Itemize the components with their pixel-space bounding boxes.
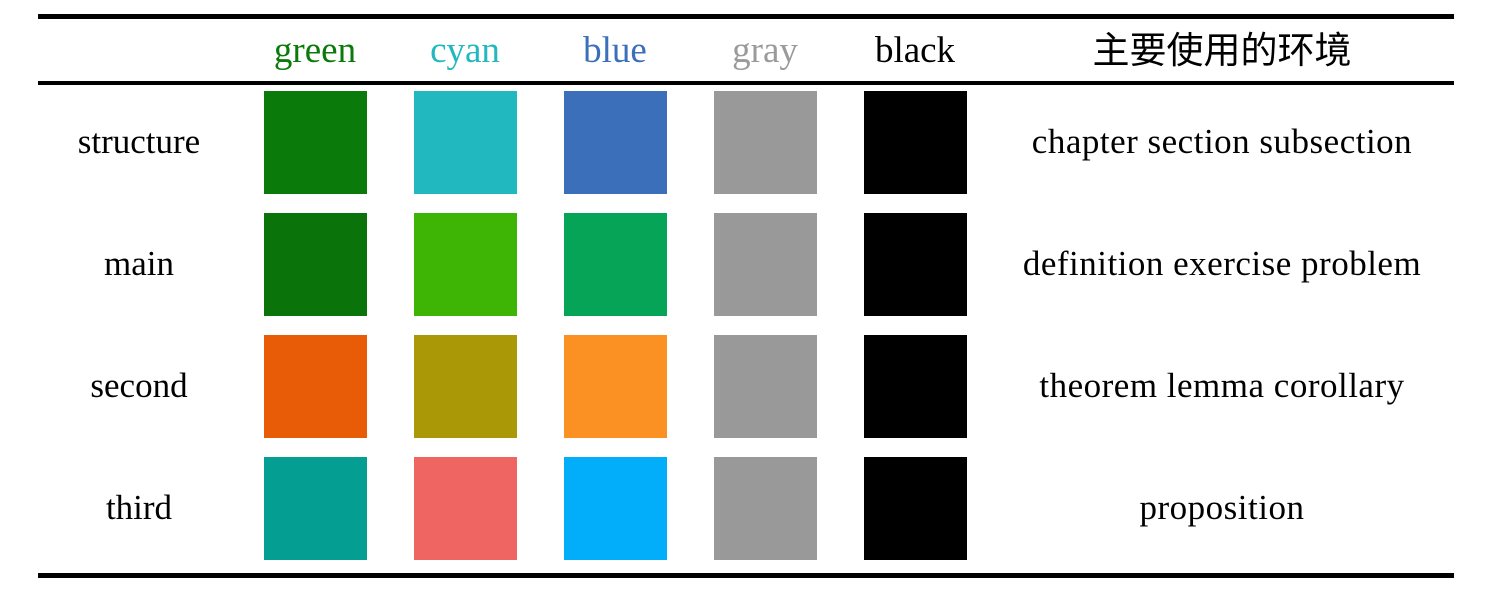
swatch-cell-third-cyan <box>390 447 540 569</box>
color-swatch <box>263 90 367 194</box>
header-corner-cell <box>38 19 240 81</box>
swatch-cell-second-black <box>840 325 990 447</box>
swatch-cell-main-blue <box>540 203 690 325</box>
color-swatch <box>563 212 667 316</box>
table-row: main definition exercise problem <box>38 203 1454 325</box>
swatch-cell-main-black <box>840 203 990 325</box>
table-row: third proposition <box>38 447 1454 569</box>
table-row: structure chapter section subsection <box>38 81 1454 203</box>
color-swatch <box>863 90 967 194</box>
color-swatch <box>263 456 367 560</box>
swatch-cell-main-green <box>240 203 390 325</box>
swatch-cell-third-gray <box>690 447 840 569</box>
color-swatch <box>413 90 517 194</box>
color-swatch <box>263 212 367 316</box>
column-header-blue: blue <box>583 29 647 71</box>
color-swatch <box>863 334 967 438</box>
column-header-green: green <box>273 29 357 71</box>
color-swatch <box>263 334 367 438</box>
color-swatch <box>863 212 967 316</box>
color-swatch <box>413 334 517 438</box>
swatch-cell-second-green <box>240 325 390 447</box>
row-label-structure: structure <box>77 122 201 161</box>
swatch-cell-second-blue <box>540 325 690 447</box>
row-description-second: theorem lemma corollary <box>1039 366 1405 405</box>
color-swatch <box>563 334 667 438</box>
table-row: second theorem lemma corollary <box>38 325 1454 447</box>
swatch-cell-structure-blue <box>540 81 690 203</box>
row-description-main: definition exercise problem <box>1022 244 1422 283</box>
row-description-structure: chapter section subsection <box>1031 122 1413 161</box>
color-swatch <box>413 212 517 316</box>
row-label-third: third <box>105 488 173 527</box>
row-label-main: main <box>104 244 174 283</box>
color-swatch <box>713 212 817 316</box>
color-swatch <box>563 456 667 560</box>
column-header-black: black <box>874 29 956 71</box>
column-header-gray: gray <box>732 29 798 71</box>
table-top-rule <box>38 14 1454 19</box>
color-scheme-table: green cyan blue gray black 主要使用的环境 struc… <box>38 19 1454 569</box>
swatch-cell-structure-black <box>840 81 990 203</box>
swatch-cell-third-blue <box>540 447 690 569</box>
color-swatch <box>413 456 517 560</box>
swatch-cell-second-gray <box>690 325 840 447</box>
color-swatch <box>713 90 817 194</box>
color-swatch <box>713 456 817 560</box>
column-header-cyan: cyan <box>430 29 500 71</box>
color-swatch <box>863 456 967 560</box>
color-swatch <box>713 334 817 438</box>
swatch-cell-structure-green <box>240 81 390 203</box>
column-header-environments: 主要使用的环境 <box>1092 28 1352 72</box>
swatch-cell-main-gray <box>690 203 840 325</box>
swatch-cell-third-black <box>840 447 990 569</box>
table-header-row: green cyan blue gray black 主要使用的环境 <box>38 19 1454 81</box>
swatch-cell-structure-cyan <box>390 81 540 203</box>
swatch-cell-third-green <box>240 447 390 569</box>
swatch-cell-structure-gray <box>690 81 840 203</box>
color-swatch <box>563 90 667 194</box>
table-header-rule <box>38 81 1454 85</box>
table-bottom-rule <box>38 573 1454 578</box>
row-label-second: second <box>90 366 188 405</box>
swatch-cell-main-cyan <box>390 203 540 325</box>
row-description-third: proposition <box>1139 488 1305 527</box>
swatch-cell-second-cyan <box>390 325 540 447</box>
